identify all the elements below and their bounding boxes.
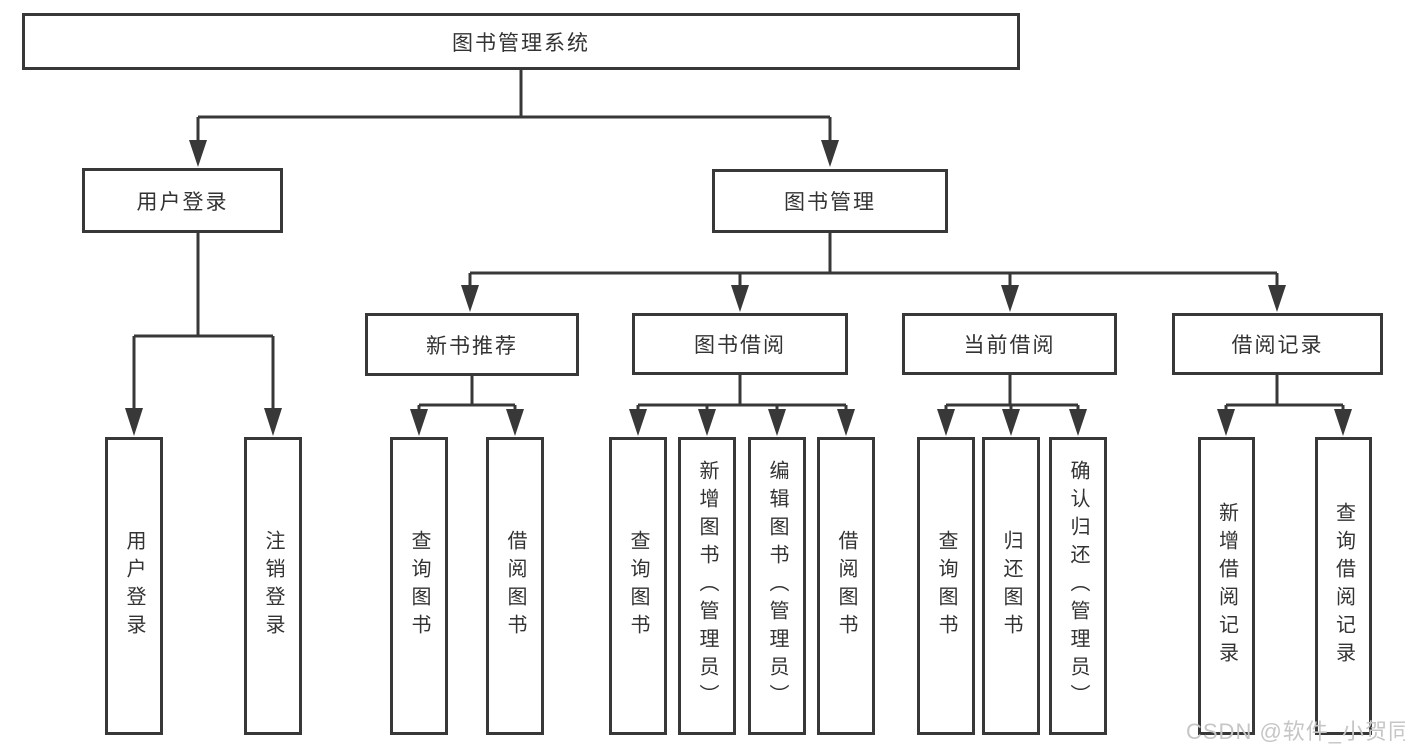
node-current-borrow: 当前借阅 — [902, 313, 1117, 375]
arrowheads-book-borrow-children — [629, 409, 855, 436]
leaf-query-books-borrow: 查询图书 — [609, 437, 667, 735]
node-new-book-recommend: 新书推荐 — [365, 313, 579, 376]
leaf-borrow-books: 借阅图书 — [817, 437, 875, 735]
node-user-login: 用户登录 — [82, 168, 283, 233]
connector-borrow-records-children — [1224, 375, 1345, 410]
node-borrow-records: 借阅记录 — [1172, 313, 1383, 375]
leaf-label: 查询图书 — [408, 530, 430, 642]
leaf-borrow-books-recommend: 借阅图书 — [486, 437, 544, 735]
leaf-query-borrow-record: 查询借阅记录 — [1315, 437, 1372, 735]
leaf-user-login: 用户登录 — [105, 437, 163, 735]
leaf-add-borrow-record: 新增借阅记录 — [1198, 437, 1255, 735]
leaf-confirm-return-admin: 确认归还（管理员） — [1049, 437, 1107, 735]
connector-user-login-children — [132, 233, 275, 410]
leaf-label: 确认归还（管理员） — [1067, 460, 1089, 712]
arrowheads-root-to-level2 — [189, 140, 839, 167]
arrowheads-book-management-children — [461, 285, 1286, 312]
leaf-label: 借阅图书 — [504, 530, 526, 642]
leaf-label: 查询图书 — [627, 530, 649, 642]
leaf-label: 新增图书（管理员） — [696, 460, 718, 712]
connector-book-borrow-children — [636, 375, 848, 410]
leaf-query-books-recommend: 查询图书 — [390, 437, 448, 735]
leaf-label: 借阅图书 — [835, 530, 857, 642]
connector-current-borrow-children — [944, 375, 1080, 410]
connector-new-book-recommend-children — [417, 376, 517, 410]
arrowheads-new-book-recommend-children — [410, 409, 524, 436]
node-book-borrow: 图书借阅 — [632, 313, 848, 375]
connector-book-management-children — [468, 233, 1279, 287]
leaf-label: 查询借阅记录 — [1332, 502, 1355, 670]
leaf-label: 归还图书 — [1000, 530, 1022, 642]
node-user-login-label: 用户登录 — [136, 190, 229, 214]
arrowheads-borrow-records-children — [1217, 409, 1352, 436]
node-book-management-label: 图书管理 — [784, 191, 876, 214]
arrowheads-current-borrow-children — [937, 409, 1087, 436]
node-root-label: 图书管理系统 — [452, 31, 590, 55]
leaf-edit-book-admin: 编辑图书（管理员） — [748, 437, 806, 735]
node-book-management: 图书管理 — [712, 169, 948, 233]
leaf-label: 新增借阅记录 — [1215, 502, 1238, 670]
leaf-logout: 注销登录 — [244, 437, 302, 735]
watermark-text: CSDN @软件_小贺同学 — [1186, 719, 1405, 744]
leaf-label: 编辑图书（管理员） — [766, 460, 788, 712]
connector-root-to-level2 — [196, 69, 832, 142]
node-borrow-records-label: 借阅记录 — [1231, 334, 1324, 357]
leaf-add-book-admin: 新增图书（管理员） — [678, 437, 736, 735]
arrowheads-user-login-children — [125, 408, 282, 436]
leaf-label: 查询图书 — [935, 530, 957, 642]
leaf-query-books-current: 查询图书 — [917, 437, 975, 735]
node-root: 图书管理系统 — [22, 13, 1020, 70]
node-current-borrow-label: 当前借阅 — [963, 334, 1056, 357]
node-book-borrow-label: 图书借阅 — [694, 334, 786, 357]
leaf-label: 注销登录 — [262, 530, 284, 642]
leaf-return-books: 归还图书 — [982, 437, 1040, 735]
leaf-label: 用户登录 — [123, 530, 145, 642]
node-new-book-recommend-label: 新书推荐 — [426, 334, 518, 358]
